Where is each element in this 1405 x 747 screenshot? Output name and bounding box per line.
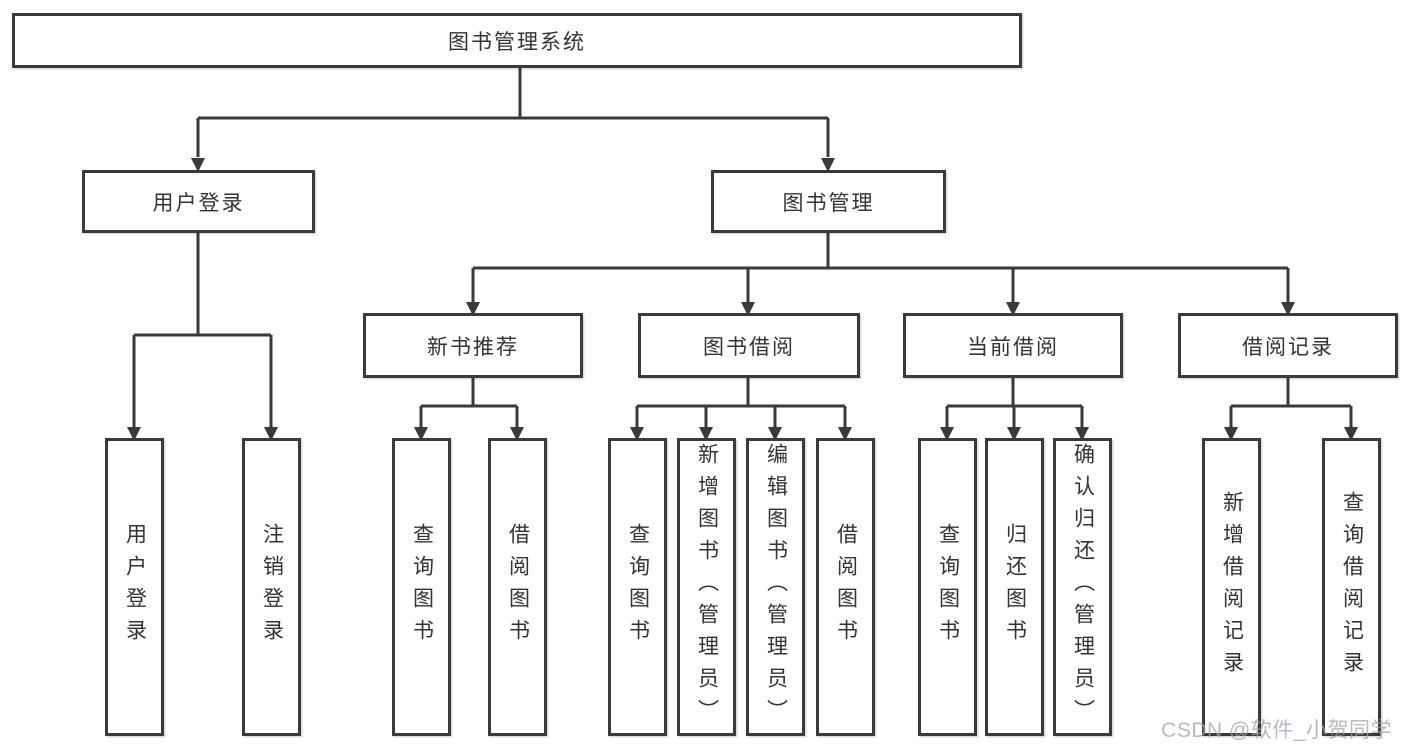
node-borrowing-records-label: 借阅记录 — [1242, 335, 1334, 359]
node-book-management: 图书管理 — [711, 170, 946, 233]
node-root: 图书管理系统 — [12, 13, 1022, 68]
leaf-records-add-borrow-record-label: 新增借阅记录 — [1220, 491, 1244, 683]
node-book-borrowing: 图书借阅 — [638, 313, 860, 378]
leaf-current-confirm-return-admin: 确认归还（管理员） — [1053, 438, 1112, 736]
leaf-recommend-query-book-label: 查询图书 — [410, 523, 434, 651]
leaf-borrowing-edit-book-admin: 编辑图书（管理员） — [746, 438, 805, 736]
leaf-records-add-borrow-record: 新增借阅记录 — [1202, 438, 1261, 736]
node-current-borrowing: 当前借阅 — [903, 313, 1123, 378]
leaf-borrowing-query-book: 查询图书 — [608, 438, 667, 736]
node-borrowing-records: 借阅记录 — [1178, 313, 1398, 378]
leaf-recommend-query-book: 查询图书 — [392, 438, 451, 736]
node-new-book-recommendation: 新书推荐 — [363, 313, 583, 378]
leaf-borrowing-query-book-label: 查询图书 — [626, 523, 650, 651]
node-new-book-recommendation-label: 新书推荐 — [427, 335, 519, 359]
leaf-borrowing-add-book-admin-label: 新增图书（管理员） — [695, 443, 719, 731]
leaf-current-return-book-label: 归还图书 — [1003, 523, 1027, 651]
node-user-login: 用户登录 — [82, 170, 315, 233]
leaf-borrowing-edit-book-admin-label: 编辑图书（管理员） — [764, 443, 788, 731]
leaf-borrowing-borrow-book-label: 借阅图书 — [834, 523, 858, 651]
leaf-current-query-book-label: 查询图书 — [936, 523, 960, 651]
leaf-user-login: 用户登录 — [105, 438, 164, 736]
leaf-records-query-borrow-record-label: 查询借阅记录 — [1340, 491, 1364, 683]
leaf-borrowing-add-book-admin: 新增图书（管理员） — [677, 438, 736, 736]
leaf-logout: 注销登录 — [242, 438, 301, 736]
node-current-borrowing-label: 当前借阅 — [967, 335, 1059, 359]
csdn-watermark: CSDN @软件_小贺同学 — [1161, 719, 1392, 742]
leaf-recommend-borrow-book-label: 借阅图书 — [506, 523, 530, 651]
node-root-label: 图书管理系统 — [448, 30, 586, 54]
leaf-records-query-borrow-record: 查询借阅记录 — [1322, 438, 1381, 736]
leaf-borrowing-borrow-book: 借阅图书 — [816, 438, 875, 736]
node-book-management-label: 图书管理 — [782, 191, 875, 215]
leaf-current-query-book: 查询图书 — [918, 438, 977, 736]
node-book-borrowing-label: 图书借阅 — [703, 335, 795, 359]
leaf-user-login-label: 用户登录 — [123, 523, 147, 651]
leaf-current-confirm-return-admin-label: 确认归还（管理员） — [1071, 443, 1095, 731]
leaf-logout-label: 注销登录 — [260, 523, 284, 651]
leaf-current-return-book: 归还图书 — [985, 438, 1044, 736]
node-user-login-label: 用户登录 — [152, 191, 245, 215]
leaf-recommend-borrow-book: 借阅图书 — [488, 438, 547, 736]
